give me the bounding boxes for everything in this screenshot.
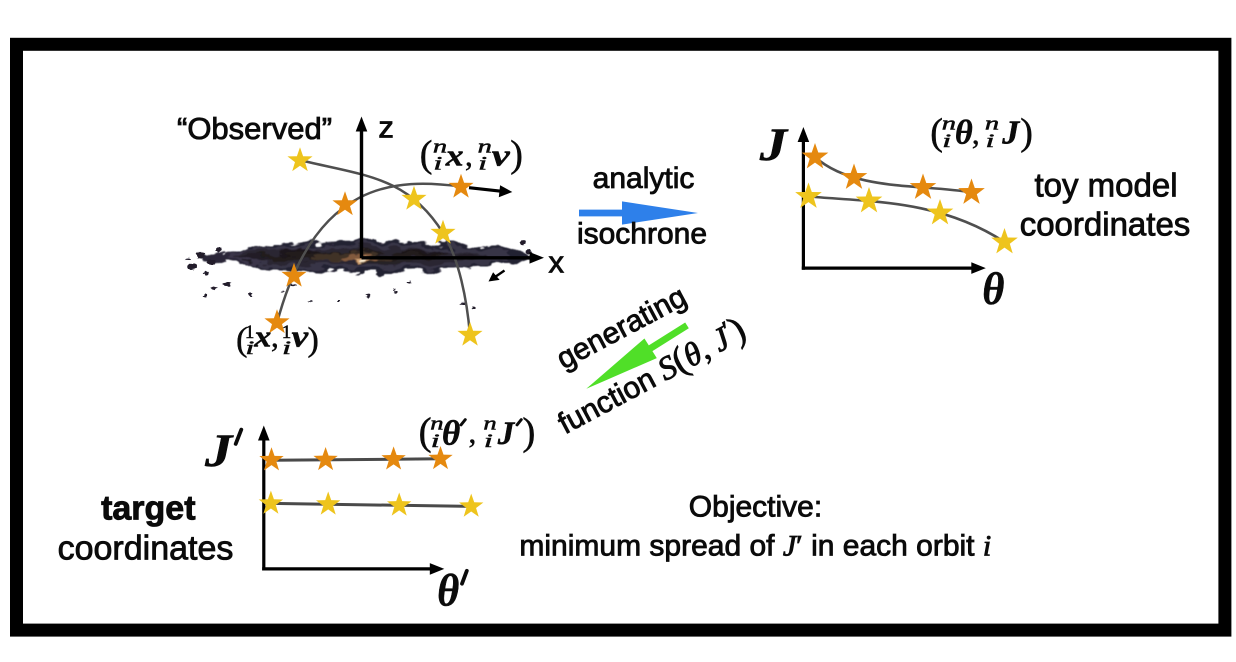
svg-text:J: J bbox=[497, 416, 516, 452]
svg-text:J: J bbox=[204, 425, 234, 477]
svg-text:x: x bbox=[253, 320, 271, 354]
svg-text:x: x bbox=[549, 245, 565, 280]
svg-text:(: ( bbox=[420, 133, 433, 175]
svg-text:n: n bbox=[985, 113, 999, 134]
svg-text:n: n bbox=[430, 412, 443, 433]
svg-text:analytic: analytic bbox=[593, 162, 695, 195]
svg-text:,: , bbox=[465, 138, 473, 173]
svg-text:θ: θ bbox=[982, 263, 1004, 314]
svg-text:isochrone: isochrone bbox=[577, 218, 707, 251]
svg-text:v: v bbox=[292, 319, 309, 353]
svg-text:): ) bbox=[308, 322, 319, 359]
svg-text:i: i bbox=[433, 152, 442, 174]
svg-text:1: 1 bbox=[245, 322, 255, 343]
svg-text:“Observed”: “Observed” bbox=[177, 111, 332, 146]
svg-text:1: 1 bbox=[282, 322, 292, 343]
svg-text:θ: θ bbox=[437, 565, 459, 616]
svg-text:x: x bbox=[445, 139, 464, 173]
svg-text:(: ( bbox=[419, 411, 432, 454]
svg-text:,: , bbox=[469, 415, 477, 450]
svg-text:i: i bbox=[986, 130, 995, 152]
svg-text:): ) bbox=[1020, 112, 1033, 154]
svg-text:J: J bbox=[759, 119, 789, 171]
svg-text:(: ( bbox=[236, 322, 247, 359]
svg-text:J: J bbox=[1001, 115, 1020, 152]
svg-text:toy model: toy model bbox=[1034, 167, 1177, 204]
svg-text:Objective:: Objective: bbox=[689, 491, 822, 524]
svg-text:target: target bbox=[101, 490, 195, 528]
svg-text:i: i bbox=[478, 152, 487, 174]
svg-text:coordinates: coordinates bbox=[58, 530, 234, 568]
svg-text:θ: θ bbox=[442, 414, 460, 453]
svg-text:i: i bbox=[245, 337, 254, 359]
svg-text:n: n bbox=[942, 113, 956, 134]
svg-text:): ) bbox=[522, 411, 535, 454]
svg-text:,: , bbox=[271, 319, 279, 354]
svg-text:θ: θ bbox=[955, 115, 973, 152]
svg-text:v: v bbox=[492, 138, 511, 172]
svg-text:i: i bbox=[431, 430, 440, 452]
svg-text:n: n bbox=[433, 136, 447, 157]
svg-text:,: , bbox=[972, 116, 980, 151]
svg-text:i: i bbox=[484, 430, 493, 452]
svg-text:coordinates: coordinates bbox=[1020, 206, 1191, 243]
svg-text:i: i bbox=[282, 337, 291, 359]
svg-text:n: n bbox=[483, 412, 496, 433]
svg-text:): ) bbox=[510, 133, 523, 175]
svg-text:z: z bbox=[378, 110, 394, 145]
svg-text:(: ( bbox=[930, 112, 943, 154]
svg-text:i: i bbox=[942, 130, 951, 152]
svg-text:minimum spread of J′ in each o: minimum spread of J′ in each orbit i bbox=[519, 529, 991, 562]
svg-text:n: n bbox=[478, 136, 492, 157]
